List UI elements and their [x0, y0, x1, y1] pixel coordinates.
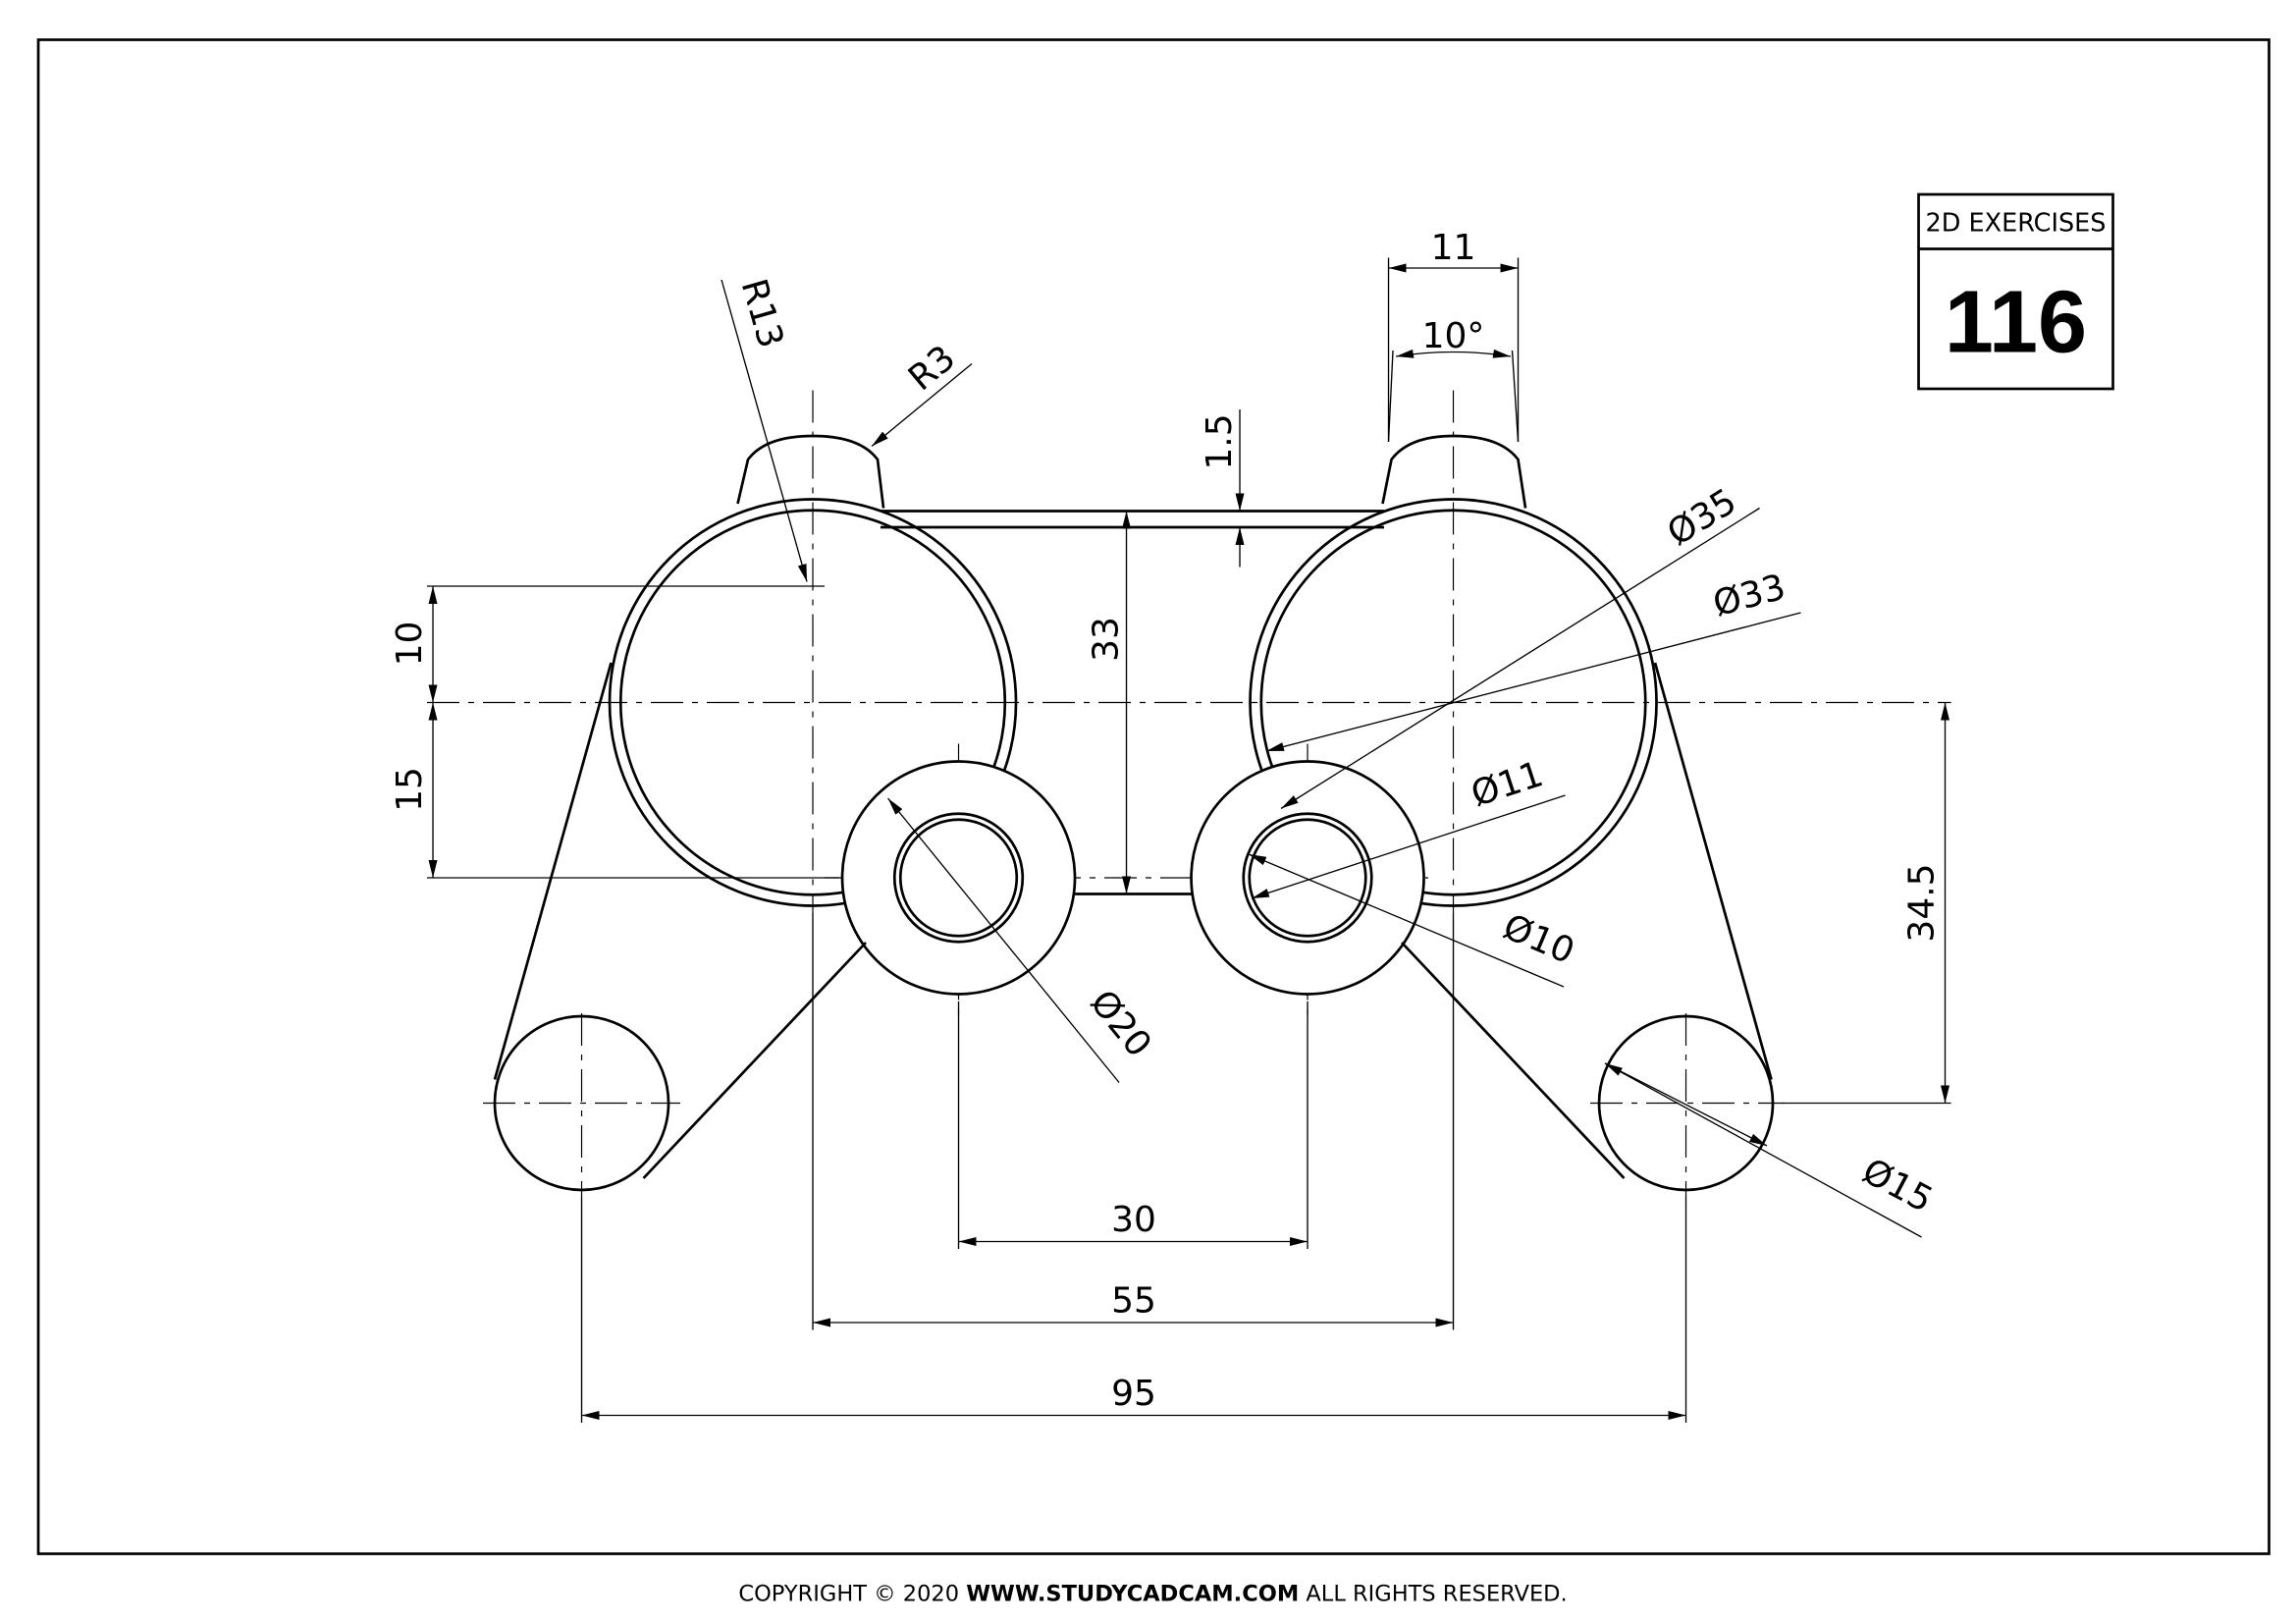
left-inner-circle	[618, 509, 1007, 896]
part-outline	[493, 434, 1775, 1192]
right-boss-circle	[1190, 760, 1425, 996]
dim-phi20: Ø20	[1082, 983, 1159, 1064]
dimension-lines	[427, 257, 1951, 1423]
dim-95: 95	[1111, 1374, 1156, 1414]
right-foot-circle	[1597, 1014, 1775, 1192]
left-foot-circle	[493, 1014, 670, 1192]
title-block: 2D EXERCISES 116	[1917, 192, 2114, 391]
dim-10: 10	[390, 622, 430, 667]
dim-phi35: Ø35	[1661, 481, 1744, 554]
dim-phi11: Ø11	[1467, 754, 1548, 815]
exercise-number: 116	[1945, 274, 2087, 372]
dim-30: 30	[1111, 1200, 1156, 1240]
dimension-labels: 11 10° 1.5 33 R13 R3 10 15 34.5 Ø35 Ø33 …	[390, 228, 1943, 1414]
dim-1-5: 1.5	[1200, 413, 1240, 469]
dim-34-5: 34.5	[1902, 863, 1943, 942]
dim-phi10: Ø10	[1497, 907, 1579, 973]
sheet-border	[36, 38, 2270, 1555]
dim-r3: R3	[901, 338, 963, 399]
dim-15: 15	[390, 767, 430, 812]
left-outer-circle	[608, 498, 1018, 907]
dim-10-deg: 10°	[1422, 316, 1485, 356]
dim-phi15: Ø15	[1856, 1151, 1940, 1220]
left-boss-circle	[840, 760, 1077, 996]
dim-33: 33	[1087, 617, 1127, 662]
dim-r13: R13	[733, 275, 791, 352]
right-outer-circle	[1249, 498, 1658, 907]
dim-55: 55	[1111, 1281, 1156, 1322]
dim-phi33: Ø33	[1709, 567, 1789, 624]
dim-11: 11	[1431, 228, 1476, 268]
title-label: 2D EXERCISES	[1926, 209, 2107, 239]
right-inner-circle	[1259, 509, 1647, 896]
copyright-footer: COPYRIGHT © 2020 WWW.STUDYCADCAM.COM ALL…	[738, 1582, 1567, 1607]
